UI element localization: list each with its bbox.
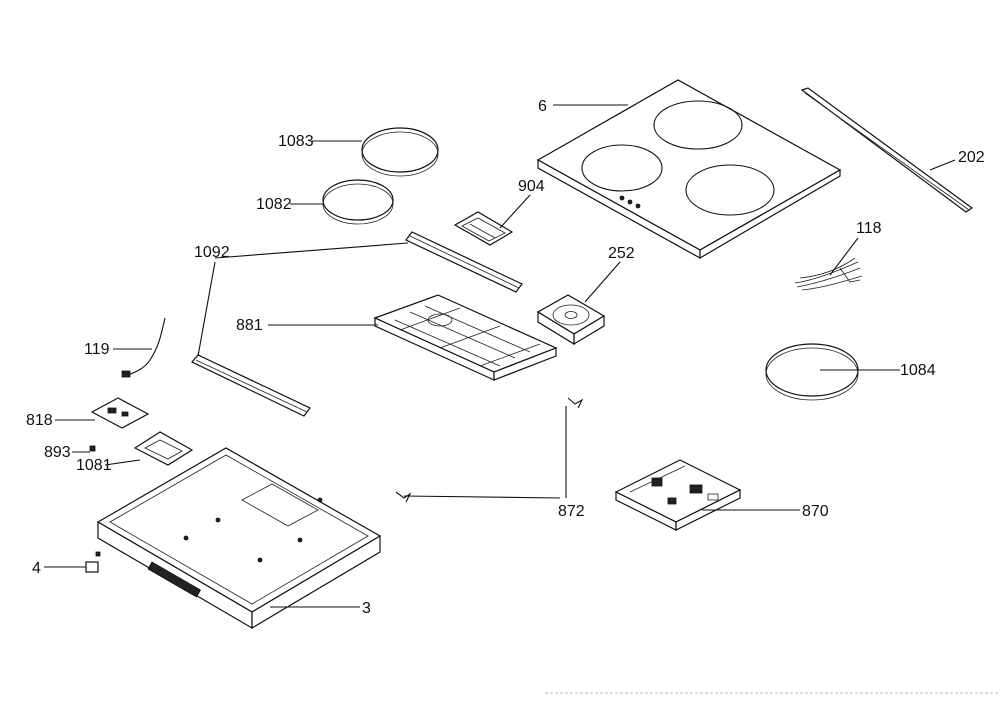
- label-1083: 1083: [278, 133, 314, 150]
- front-strip-upper-part: [405, 231, 523, 293]
- label-1084: 1084: [900, 362, 936, 379]
- disc-1082-part: [322, 179, 394, 225]
- fan-part: [536, 294, 606, 346]
- label-6: 6: [538, 98, 547, 115]
- cable-part: [121, 317, 166, 378]
- label-118: 118: [856, 220, 882, 237]
- label-1082: 1082: [256, 196, 292, 213]
- label-252: 252: [608, 245, 635, 262]
- glass-top-part: [536, 79, 842, 260]
- clip-upper-part: [567, 397, 584, 409]
- disc-1084-part: [765, 343, 859, 401]
- label-1092: 1092: [194, 244, 230, 261]
- label-3: 3: [362, 600, 371, 617]
- clip-lower-part: [395, 491, 412, 503]
- label-881: 881: [236, 317, 263, 334]
- frame-tray-part: [373, 294, 558, 381]
- wire-bundle-part: [794, 257, 863, 291]
- bracket-part: [89, 431, 194, 466]
- connector-part: [85, 551, 101, 573]
- main-pcb-part: [614, 459, 742, 531]
- label-4: 4: [32, 560, 41, 577]
- label-202: 202: [958, 149, 985, 166]
- disc-1083-part: [361, 127, 439, 177]
- trim-strip-part: [800, 87, 974, 213]
- board-904-part: [453, 211, 514, 246]
- bottom-housing-part: [96, 447, 382, 630]
- front-strip-lower-part: [191, 354, 311, 417]
- label-893: 893: [44, 444, 71, 461]
- label-872: 872: [558, 503, 585, 520]
- label-870: 870: [802, 503, 829, 520]
- label-1081: 1081: [76, 457, 112, 474]
- label-818: 818: [26, 412, 53, 429]
- label-904: 904: [518, 178, 545, 195]
- label-119: 119: [84, 341, 110, 358]
- pcb-818-part: [90, 397, 150, 429]
